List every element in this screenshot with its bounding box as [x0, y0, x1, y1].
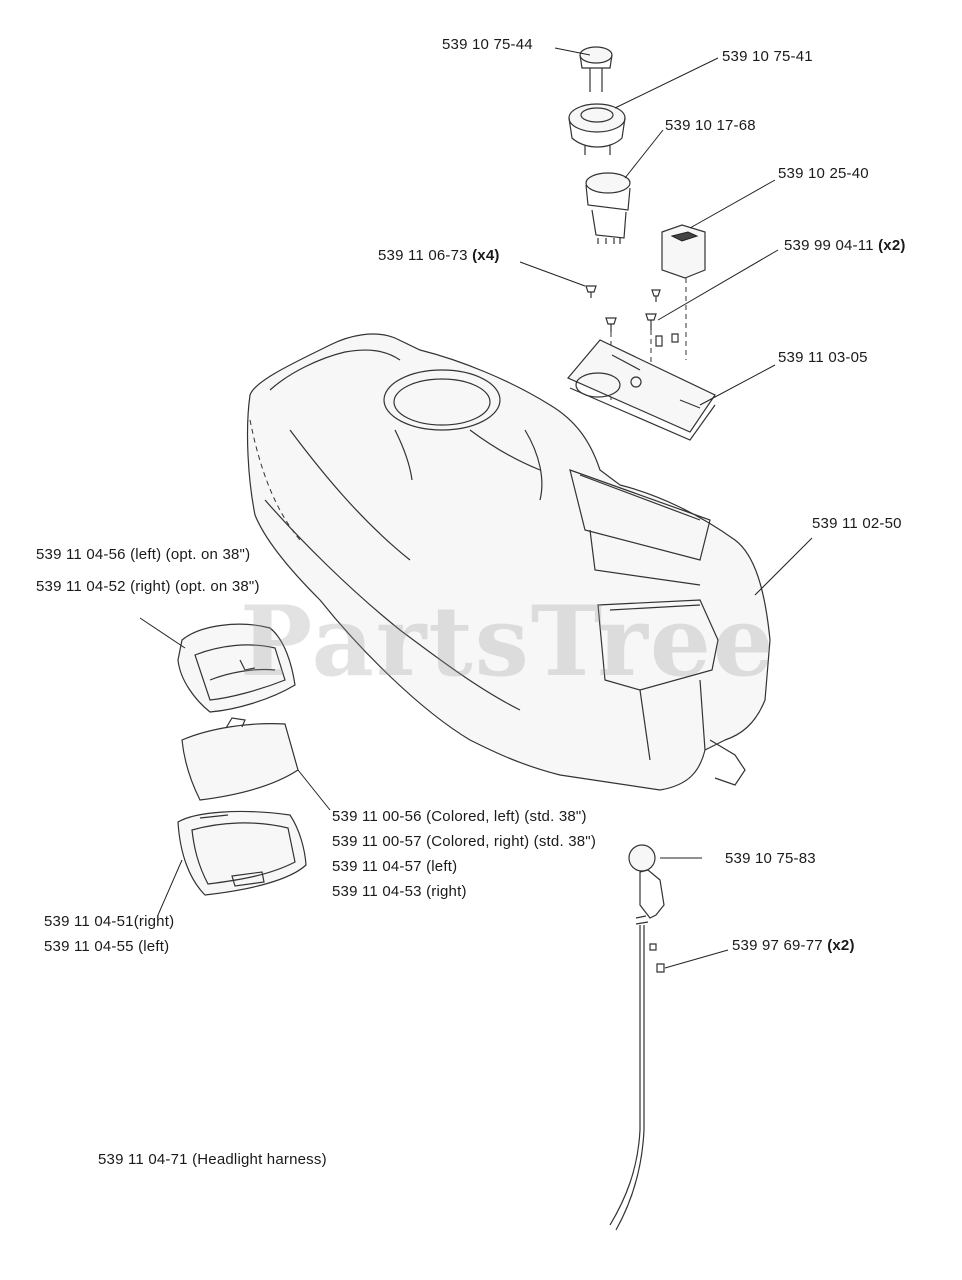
headlight-housing-part: [177, 623, 296, 713]
part-label-539-11-04-53[interactable]: 539 11 04-53 (right): [332, 883, 467, 900]
quantity-badge: (x4): [472, 247, 500, 264]
part-label-539-11-04-55[interactable]: 539 11 04-55 (left): [44, 938, 170, 955]
switch-housing-part: [585, 172, 631, 244]
part-label-539-11-02-50[interactable]: 539 11 02-50: [812, 515, 902, 532]
part-label-539-11-03-05[interactable]: 539 11 03-05: [778, 349, 868, 366]
part-label-539-11-04-52[interactable]: 539 11 04-52 (right) (opt. on 38"): [36, 578, 260, 595]
quantity-badge: (x2): [827, 937, 855, 954]
dash-panel-part: [567, 339, 716, 441]
bulb-socket-part: [635, 869, 665, 973]
part-label-539-10-75-83[interactable]: 539 10 75-83: [725, 850, 816, 867]
part-label-539-11-04-57[interactable]: 539 11 04-57 (left): [332, 858, 458, 875]
part-label-539-11-04-56[interactable]: 539 11 04-56 (left) (opt. on 38"): [36, 546, 251, 563]
headlight-bezel-part: [177, 810, 307, 896]
part-label-539-99-04-11[interactable]: 539 99 04-11 (x2): [784, 237, 906, 254]
part-label-539-10-25-40[interactable]: 539 10 25-40: [778, 165, 869, 182]
ignition-switch-part: [568, 103, 626, 155]
bulb-part: [628, 844, 656, 872]
part-label-539-97-69-77[interactable]: 539 97 69-77 (x2): [732, 937, 855, 954]
part-label-539-11-00-57[interactable]: 539 11 00-57 (Colored, right) (std. 38"): [332, 833, 597, 850]
hood-body-part: [246, 333, 771, 791]
headlight-lens-part: [181, 717, 299, 801]
rocker-switch-part: [661, 224, 706, 360]
part-label-539-11-04-71[interactable]: 539 11 04-71 (Headlight harness): [98, 1151, 327, 1168]
part-label-539-11-06-73[interactable]: 539 11 06-73 (x4): [378, 247, 500, 264]
leader-lines: [139, 47, 813, 969]
part-label-539-11-00-56[interactable]: 539 11 00-56 (Colored, left) (std. 38"): [332, 808, 587, 825]
knob-part: [579, 46, 613, 92]
quantity-badge: (x2): [878, 237, 906, 254]
part-label-539-11-04-51[interactable]: 539 11 04-51(right): [44, 913, 175, 930]
part-label-539-10-75-44[interactable]: 539 10 75-44: [442, 36, 533, 53]
headlight-harness-part: [609, 925, 645, 1231]
part-label-539-10-17-68[interactable]: 539 10 17-68: [665, 117, 756, 134]
part-label-539-10-75-41[interactable]: 539 10 75-41: [722, 48, 813, 65]
